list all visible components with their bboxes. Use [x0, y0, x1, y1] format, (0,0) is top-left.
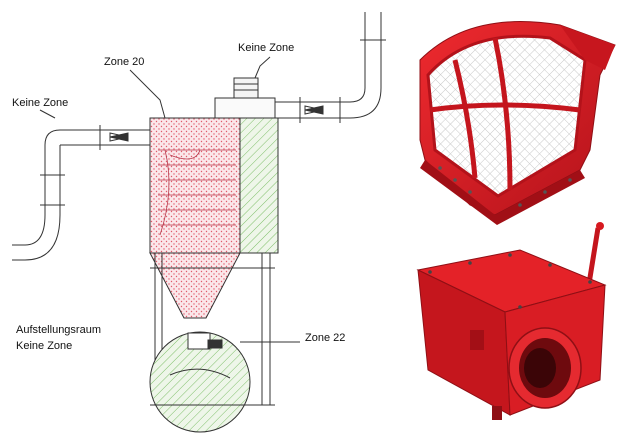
inlet-pipe-left	[12, 125, 150, 261]
label-zone-20: Zone 20	[104, 56, 145, 68]
discharge-valve	[187, 332, 211, 350]
zone-22-area	[149, 331, 251, 433]
label-aufstellungsraum-zone: Keine Zone	[16, 340, 73, 352]
clean-side-area	[239, 117, 279, 254]
leader-lines	[39, 56, 300, 343]
zone-20-area	[149, 117, 241, 254]
label-aufstellungsraum: Aufstellungsraum	[16, 324, 101, 336]
filter-elements	[158, 149, 236, 236]
label-keine-zone-inlet: Keine Zone	[12, 97, 69, 109]
fan-motor	[214, 77, 276, 119]
label-keine-zone-outlet: Keine Zone	[238, 42, 295, 54]
hopper	[149, 252, 241, 319]
photo-flap-housing	[416, 222, 607, 420]
outlet-pipe-right	[275, 12, 386, 123]
label-zone-22: Zone 22	[305, 332, 346, 344]
technical-drawing	[12, 12, 386, 433]
photo-grated-hood	[419, 21, 616, 225]
